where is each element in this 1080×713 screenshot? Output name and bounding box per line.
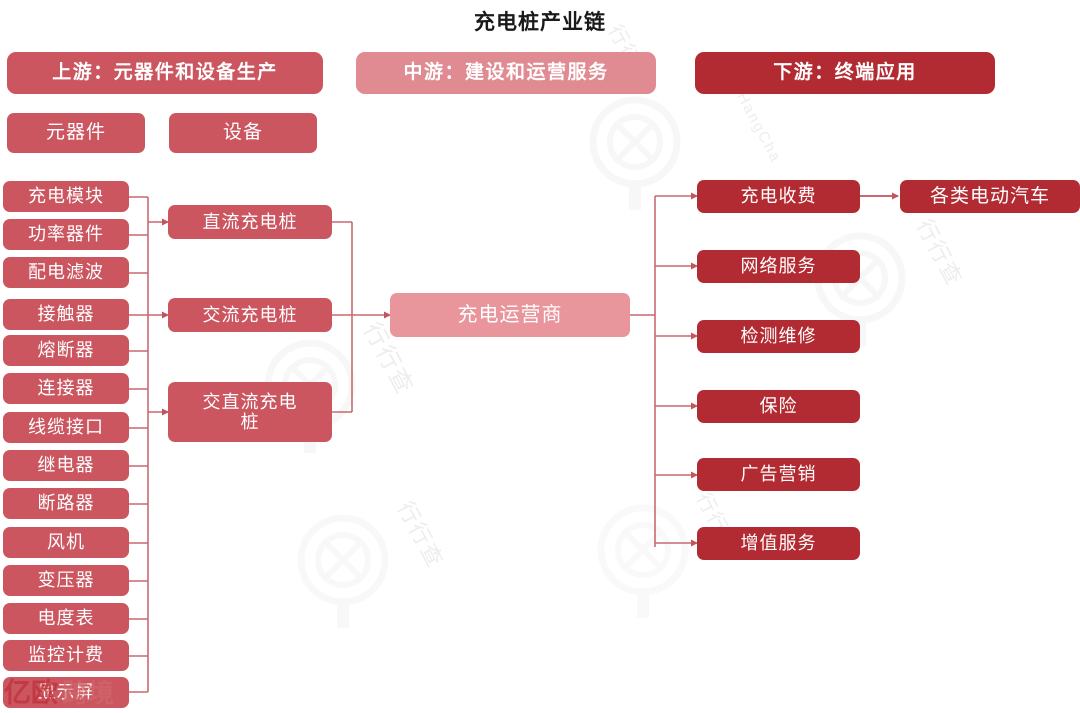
end-application-box[interactable]: 各类电动汽车: [900, 180, 1080, 213]
watermark-text-mid: 行行查: [911, 215, 968, 291]
service-box-network[interactable]: 网络服务: [697, 250, 860, 283]
equipment-box-ac[interactable]: 交流充电桩: [168, 298, 332, 332]
service-box-charging-fee[interactable]: 充电收费: [697, 180, 860, 213]
component-box-4[interactable]: 接触器: [3, 299, 129, 330]
service-box-value-added[interactable]: 增值服务: [697, 527, 860, 560]
service-box-advertising[interactable]: 广告营销: [697, 458, 860, 491]
component-box-8[interactable]: 继电器: [3, 450, 129, 481]
header-upstream[interactable]: 上游：元器件和设备生产: [7, 52, 323, 94]
component-box-5[interactable]: 熔断器: [3, 335, 129, 366]
subheader-components[interactable]: 元器件: [7, 113, 145, 153]
component-box-12[interactable]: 电度表: [3, 603, 129, 634]
watermark-ring-right: [297, 514, 389, 628]
component-box-7[interactable]: 线缆接口: [3, 412, 129, 443]
component-box-10[interactable]: 风机: [3, 527, 129, 558]
component-box-11[interactable]: 变压器: [3, 565, 129, 596]
component-box-14[interactable]: 显示屏: [3, 677, 129, 708]
watermark-ring-top: [589, 96, 681, 210]
subheader-equipment[interactable]: 设备: [169, 113, 317, 153]
equipment-box-acdc[interactable]: 交直流充电桩: [168, 382, 332, 442]
component-box-2[interactable]: 功率器件: [3, 219, 129, 250]
operator-box[interactable]: 充电运营商: [390, 293, 630, 337]
component-box-9[interactable]: 断路器: [3, 488, 129, 519]
service-box-insurance[interactable]: 保险: [697, 390, 860, 423]
service-box-maintenance[interactable]: 检测维修: [697, 320, 860, 353]
header-downstream[interactable]: 下游：终端应用: [695, 52, 995, 94]
watermark-ring-lower: [597, 504, 689, 618]
page-title: 充电桩产业链: [474, 11, 606, 34]
component-box-13[interactable]: 监控计费: [3, 640, 129, 671]
component-box-1[interactable]: 充电模块: [3, 181, 129, 212]
component-box-3[interactable]: 配电滤波: [3, 257, 129, 288]
watermark-text-right: 行行查: [392, 497, 449, 573]
equipment-box-dc[interactable]: 直流充电桩: [168, 205, 332, 239]
header-midstream[interactable]: 中游：建设和运营服务: [356, 52, 656, 94]
component-box-6[interactable]: 连接器: [3, 373, 129, 404]
